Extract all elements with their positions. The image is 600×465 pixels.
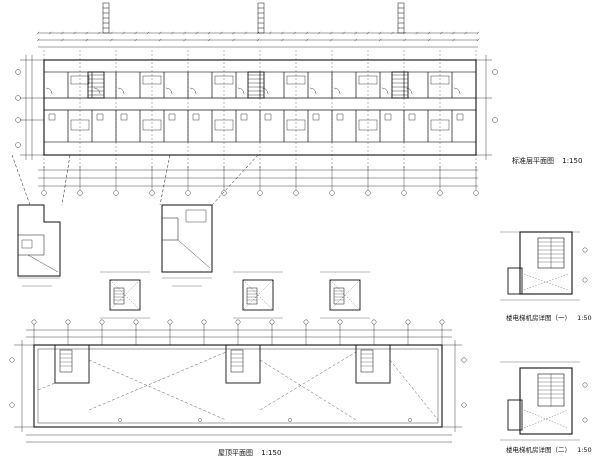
roof-stair-hatch-marks [102, 2, 405, 34]
standard-floor-plan-title-text: 标准层平面图 [512, 157, 554, 165]
roof-plan-title-text: 屋顶平面图 [218, 449, 253, 457]
roof-plan-title: 屋顶平面图 1:150 [218, 450, 281, 457]
roof-stair-tower-1 [54, 344, 90, 384]
roof-axis-right [442, 340, 467, 432]
elevator-room-detail-2 [500, 361, 588, 441]
unit-detail-plan-left [17, 204, 61, 287]
elevator-room-1-title: 楼电梯机房详图（一） 1:50 [506, 315, 592, 322]
standard-floor-plan [11, 2, 498, 206]
standard-floor-plan-scale: 1:150 [562, 157, 583, 165]
roof-plan-scale: 1:150 [261, 449, 282, 457]
room-details [45, 71, 464, 131]
unit-detail-plan-right [161, 204, 213, 287]
roof-stair-tower-3 [355, 344, 391, 384]
bottom-dimension-lines [38, 169, 478, 187]
elevator-room-2-title: 楼电梯机房详图（二） 1:50 [506, 447, 592, 454]
roof-slope-lines [37, 351, 439, 421]
grid-axis-lines [43, 50, 477, 168]
roof-stair-tower-2 [225, 344, 261, 384]
roof-axis-left [9, 340, 34, 432]
left-axis-marks [15, 55, 44, 160]
standard-floor-plan-title: 标准层平面图 1:150 [512, 158, 582, 165]
stair-core-detail-2 [233, 271, 283, 319]
elevator-room-1-title-text: 楼电梯机房详图（一） [506, 314, 571, 322]
callout-leader-lines [11, 154, 259, 206]
top-dimension-lines [36, 31, 480, 48]
stair-core-detail-3 [320, 271, 370, 319]
grid-axis-bubbles [41, 166, 479, 196]
stair-core-detail-1 [100, 271, 150, 319]
roof-top-dimension-lines [26, 329, 452, 338]
roof-plan [9, 319, 467, 443]
elevator-room-detail-1 [500, 231, 588, 301]
elevator-room-2-scale: 1:50 [577, 446, 592, 454]
roof-axis-bubbles [31, 319, 445, 345]
roof-drains [118, 418, 412, 422]
elevator-room-2-title-text: 楼电梯机房详图（二） [506, 446, 571, 454]
right-axis-marks [476, 55, 498, 160]
roof-bottom-dimension-lines [26, 434, 452, 443]
elevator-room-1-scale: 1:50 [577, 314, 592, 322]
